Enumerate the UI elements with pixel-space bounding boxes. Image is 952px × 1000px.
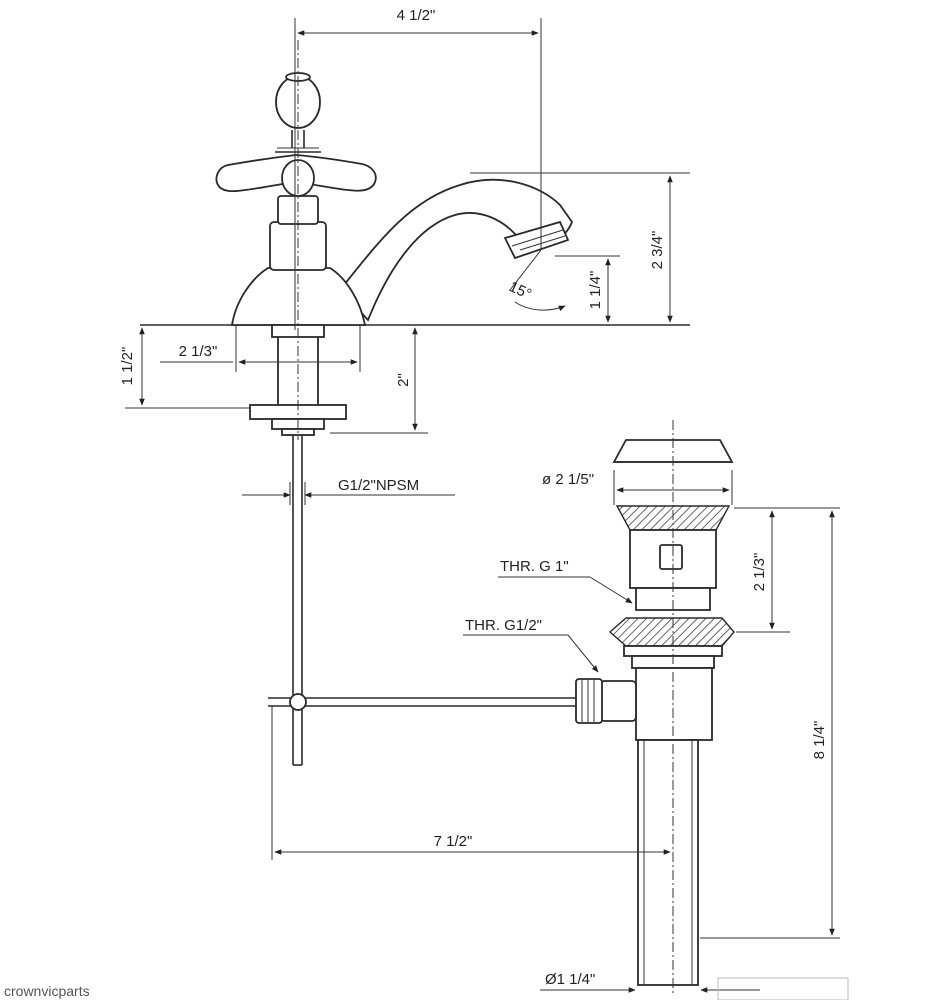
pop-up-drain: [268, 420, 735, 995]
pivot-port: [599, 680, 637, 722]
drain-dimensions: ø 2 1/5" THR. G 1" THR. G1/2" 2 1/3" 8 1…: [271, 470, 840, 993]
drain-lock-nut: [608, 617, 735, 647]
drain-tailpiece: [637, 739, 699, 986]
dim-spout-height: 2 3/4": [649, 231, 666, 270]
rod-clip: [289, 693, 307, 711]
drain-body-lower: [635, 667, 713, 741]
faucet: [140, 40, 690, 766]
faucet-dimensions: 4 1/2" 2 3/4" 1 1/4" 15° 2 1/3" 1 1/2" 2…: [119, 7, 690, 505]
handle-hub: [281, 159, 315, 197]
dim-aerator-height: 1 1/4": [587, 271, 604, 310]
dim-spout-angle: 15°: [506, 278, 534, 303]
dim-rod-spacing: 7 1/2": [434, 833, 473, 850]
watermark: crownvicparts: [4, 983, 90, 999]
dim-tailpiece-diameter: Ø1 1/4": [545, 971, 595, 988]
label-thread-g1: THR. G 1": [500, 558, 569, 575]
dim-base-width: 2 1/3": [179, 343, 218, 360]
corner-frame: [717, 977, 849, 1000]
dim-drain-total-height: 8 1/4": [811, 721, 828, 760]
dim-drain-cap-diameter: ø 2 1/5": [542, 471, 594, 488]
aerator: [503, 220, 570, 260]
pivot-nut: [575, 678, 603, 724]
dim-inlet-thread: G1/2"NPSM: [338, 477, 419, 494]
dim-drain-height-top: 2 1/3": [751, 553, 768, 592]
dim-shank-length: 2": [395, 373, 412, 387]
dim-spout-reach: 4 1/2": [397, 7, 436, 24]
label-thread-g12: THR. G1/2": [465, 617, 542, 634]
dim-base-height: 1 1/2": [119, 347, 136, 386]
